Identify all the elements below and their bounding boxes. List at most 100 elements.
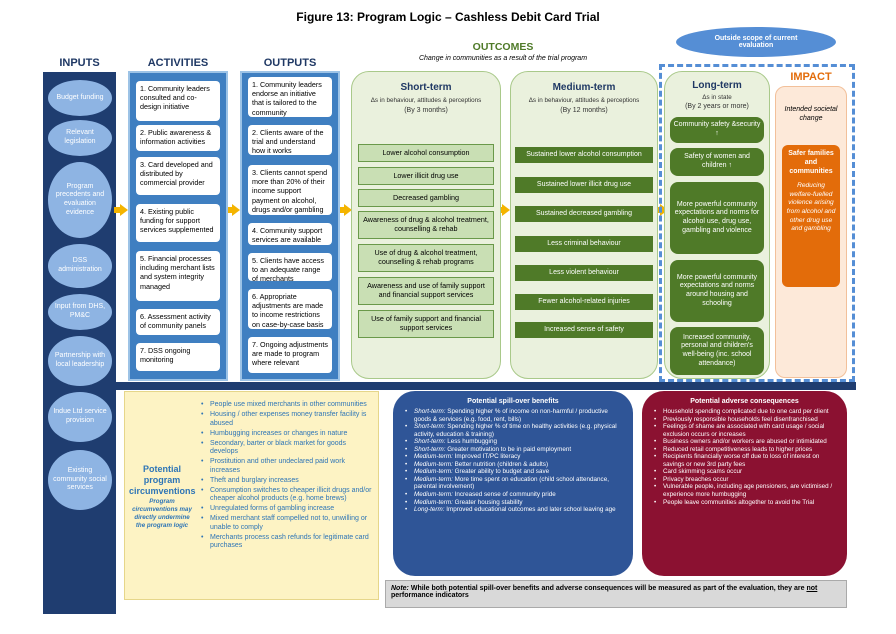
inputs-column: Budget funding Relevant legislation Prog… [43,72,116,614]
short-term-item: Awareness and use of family support and … [358,277,494,305]
adverse-item: Recipients financially worse off due to … [654,453,835,468]
spillover-text: More time spent on education (child scho… [414,475,609,491]
spillover-item: Medium-term: Greater housing stability [405,499,619,507]
short-term-title: Short-term [400,82,452,93]
activity-item: 3. Card developed and distributed by com… [136,157,220,195]
impact-panel: Intended societal change Safer families … [775,86,847,378]
spillover-item: Short-term: Less humbugging [405,438,619,446]
input-social-services: Existing community social services [48,450,112,510]
output-item: 2. Clients aware of the trial and unders… [248,125,332,155]
short-term-item: Lower alcohol consumption [358,144,494,162]
circumvention-item: Theft and burglary increases [201,477,373,486]
outputs-header: OUTPUTS [263,57,317,69]
adverse-item: Feelings of shame are associated with ca… [654,423,835,438]
output-item: 4. Community support services are availa… [248,223,332,245]
medium-term-item: Less violent behaviour [515,265,653,281]
output-item: 7. Ongoing adjustments are made to progr… [248,337,332,373]
long-term-item: Community safety &security ↑ [670,117,764,143]
spillover-title: Potential spill-over benefits [467,398,559,405]
outside-scope-badge: Outside scope of current evaluation [676,27,836,57]
spillover-text: Greater ability to budget and save [454,468,550,476]
spillover-text: Improved IT/PC literacy [454,453,521,461]
adverse-item: Privacy breaches occur [654,476,835,484]
medium-term-item: Sustained lower alcohol consumption [515,147,653,163]
spillover-text: Spending higher % of time on healthy act… [414,423,617,438]
short-term-period: (By 3 months) [404,107,448,114]
spillover-item: Short-term: Greater motivation to be in … [405,446,619,454]
activity-item: 6. Assessment activity of community pane… [136,309,220,335]
medium-term-subtitle: Δs in behaviour, attitudes & perceptions [528,97,640,104]
spillover-term: Short-term: [414,423,446,431]
output-item: 5. Clients have access to an adequate ra… [248,253,332,283]
medium-term-panel: Medium-term Δs in behaviour, attitudes &… [510,71,658,379]
circumventions-title: Potential program circumventions [129,464,196,496]
short-term-item: Use of family support and financial supp… [358,310,494,338]
spillover-term: Medium-term: [414,475,453,483]
activity-item: 5. Financial processes including merchan… [136,251,220,301]
input-partnership: Partnership with local leadership [48,336,112,386]
outcomes-subtitle: Change in communities as a result of the… [418,55,588,62]
note-tail: performance indicators [391,592,469,599]
inputs-header: INPUTS [59,57,100,69]
short-term-item: Use of drug & alcohol treatment, counsel… [358,244,494,272]
note-emphasis: not [806,585,818,592]
spillover-term: Medium-term: [414,460,453,468]
circumventions-list: People use mixed merchants in other comm… [201,401,373,553]
activities-column: 1. Community leaders consulted and co-de… [128,71,228,381]
adverse-panel: Potential adverse consequences Household… [642,391,847,576]
circumvention-item: Mixed merchant staff compelled not to, u… [201,515,373,532]
spillover-term: Short-term: [414,408,446,415]
adverse-item: Card skimming scams occur [654,468,835,476]
medium-term-title: Medium-term [552,82,616,93]
arrow-inputs-activities [114,204,128,216]
circumventions-subtitle: Program circumventions may directly unde… [132,498,192,529]
long-term-item: More powerful community expectations and… [670,182,764,254]
short-term-panel: Short-term Δs in behaviour, attitudes & … [351,71,501,379]
adverse-item: Business owners and/or workers are abuse… [654,438,835,446]
circumvention-item: Housing / other expenses money transfer … [201,411,373,428]
short-term-item: Awareness of drug & alcohol treatment, c… [358,211,494,239]
spillover-item: Medium-term: Increased sense of communit… [405,491,619,499]
impact-header: IMPACT [790,71,832,83]
spillover-term: Short-term: [414,438,446,446]
long-term-item: More powerful community expectations and… [670,260,764,322]
spillover-list: Short-term: Spending higher % of income … [405,408,619,514]
circumvention-item: Prostitution and other undeclared paid w… [201,458,373,475]
spillover-item: Medium-term: Greater ability to budget a… [405,468,619,476]
long-term-panel: Long-term Δs in state (By 2 years or mor… [664,71,770,379]
impact-intended: Intended societal change [784,106,838,123]
impact-box-text: Reducing welfare-fuelled violence arisin… [786,182,836,233]
long-term-period: (By 2 years or more) [685,103,749,110]
short-term-item: Lower illicit drug use [358,167,494,185]
activity-item: 7. DSS ongoing monitoring [136,343,220,371]
circumvention-item: People use mixed merchants in other comm… [201,401,373,410]
note-label: Note: [391,585,409,592]
arrow-activities-outputs [226,204,240,216]
input-legislation: Relevant legislation [48,120,112,156]
spillover-item: Medium-term: Better nutrition (children … [405,461,619,469]
spillover-term: Short-term: [414,445,446,453]
section-divider [116,382,856,390]
outcomes-header: OUTCOMES [472,41,534,53]
spillover-term: Medium-term: [414,453,453,461]
arrow-outputs-outcomes [338,204,352,216]
circumvention-item: Unregulated forms of gambling increase [201,505,373,514]
medium-term-period: (By 12 months) [560,107,608,114]
adverse-title: Potential adverse consequences [690,398,799,405]
output-item: 3. Clients cannot spend more than 20% of… [248,165,332,215]
spillover-panel: Potential spill-over benefits Short-term… [393,391,633,576]
medium-term-item: Increased sense of safety [515,322,653,338]
impact-box: Safer families and communities Reducing … [782,145,840,287]
long-term-item: Safety of women and children ↑ [670,148,764,176]
spillover-text: Improved educational outcomes and later … [446,506,616,514]
adverse-item: People leave communities altogether to a… [654,499,835,507]
medium-term-item: Sustained lower illicit drug use [515,177,653,193]
adverse-item: Vulnerable people, including age pension… [654,483,835,498]
spillover-item: Short-term: Spending higher % of income … [405,408,619,423]
input-dhs: Input from DHS, PM&C [48,294,112,330]
spillover-text: Increased sense of community pride [454,491,556,499]
long-term-title: Long-term [692,80,742,91]
adverse-list: Household spending complicated due to on… [654,408,835,506]
circumvention-item: Consumption switches to cheaper illicit … [201,487,373,504]
spillover-item: Short-term: Spending higher % of time on… [405,423,619,438]
